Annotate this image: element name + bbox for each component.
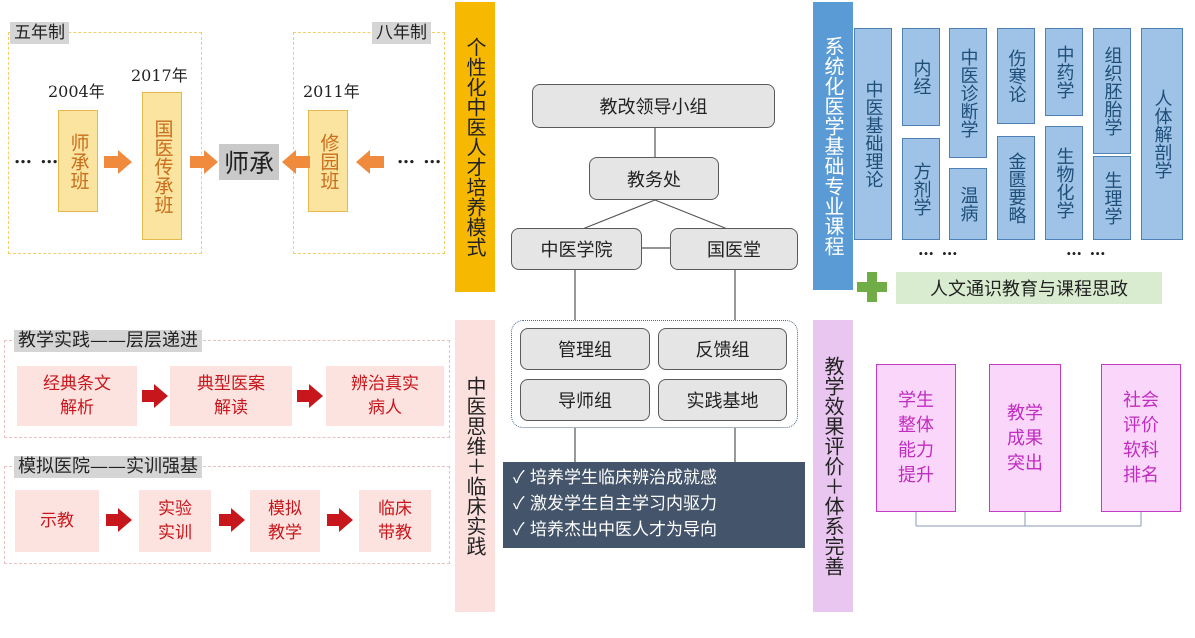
orange-arrow-3	[282, 150, 310, 174]
red-arrow-3	[106, 508, 132, 532]
result-social-ranking: 社会评价软科排名	[1101, 364, 1181, 512]
goals-panel: ✓ 培养学生临床辨治成就感 ✓ 激发学生自主学习内驱力 ✓ 培养杰出中医人才为导…	[503, 462, 805, 548]
evaluation-connectors	[915, 512, 1142, 527]
green-plus-icon	[857, 272, 887, 302]
management-group-box: 管理组	[520, 328, 650, 370]
course-dots-1: … …	[918, 240, 959, 259]
guoyi-tang-box: 国医堂	[670, 228, 798, 270]
sim-demonstration: 示教	[15, 490, 99, 552]
practice-base-box: 实践基地	[658, 379, 787, 421]
course-jingui: 金匮要略	[997, 136, 1035, 240]
year-2004: 2004年	[48, 82, 105, 101]
course-shanghan: 伤寒论	[997, 28, 1035, 124]
shicheng-ban-box: 师承班	[58, 110, 98, 212]
tcm-thinking-title: 中医思维＋临床实践	[455, 320, 495, 612]
sim-lab-training: 实验实训	[139, 490, 211, 552]
feedback-group-box: 反馈组	[658, 328, 787, 370]
course-wenbing: 温病	[949, 168, 987, 240]
course-diagnostics: 中医诊断学	[949, 28, 987, 158]
mentor-group-box: 导师组	[520, 379, 650, 421]
evaluation-title: 教学效果评价＋体系完善	[813, 320, 853, 612]
course-biochemistry: 生物化学	[1045, 126, 1083, 240]
eight-year-label: 八年制	[372, 22, 431, 44]
simulated-hospital-frame	[4, 466, 450, 564]
leading-group-box: 教改领导小组	[532, 84, 775, 128]
red-arrow-2	[297, 384, 323, 408]
teaching-practice-frame	[4, 340, 450, 438]
simulated-hospital-title: 模拟医院——实训强基	[14, 456, 202, 478]
systematic-courses-title: 系统化医学基础专业课程	[813, 2, 853, 290]
teaching-practice-title: 教学实践——层层递进	[14, 330, 202, 352]
goal-item: ✓ 培养杰出中医人才为导向	[513, 520, 718, 540]
course-basic-theory: 中医基础理论	[854, 28, 892, 240]
step-classic-articles: 经典条文解析	[17, 366, 137, 426]
five-year-label: 五年制	[10, 22, 69, 44]
groups-frame	[511, 320, 798, 428]
five-year-frame	[8, 32, 202, 254]
course-dots-2: … …	[1066, 240, 1107, 259]
step-typical-cases: 典型医案解读	[170, 366, 292, 426]
guoyi-chuancheng-ban-box: 国医传承班	[142, 92, 182, 240]
tcm-college-box: 中医学院	[511, 228, 642, 270]
course-anatomy: 人体解剖学	[1141, 28, 1183, 240]
year-2011: 2011年	[303, 82, 360, 101]
goal-item: ✓ 培养学生临床辨治成就感	[513, 468, 718, 488]
result-student-ability: 学生整体能力提升	[876, 364, 956, 512]
red-arrow-5	[327, 508, 353, 532]
course-fangji: 方剂学	[902, 138, 940, 240]
personalized-mode-title: 个性化中医人才培养模式	[455, 2, 495, 292]
academic-office-box: 教务处	[589, 157, 719, 200]
course-physiology: 生理学	[1093, 156, 1131, 240]
orange-arrow-4	[356, 150, 384, 174]
year-2017: 2017年	[131, 66, 188, 85]
course-histology: 组织胚胎学	[1093, 28, 1131, 154]
sim-simulated-teaching: 模拟教学	[250, 490, 320, 552]
red-arrow-4	[219, 508, 245, 532]
goal-item: ✓ 激发学生自主学习内驱力	[513, 494, 718, 514]
result-teaching-achievements: 教学成果突出	[989, 364, 1061, 512]
shicheng-center-label: 师承	[219, 144, 279, 180]
center-connectors	[574, 128, 736, 462]
dots-left: … …	[14, 147, 60, 168]
eight-year-frame	[293, 32, 445, 254]
dots-right: … …	[397, 147, 443, 168]
orange-arrow-2	[190, 150, 218, 174]
sim-clinical-teaching: 临床带教	[359, 490, 431, 552]
orange-arrow-1	[104, 150, 132, 174]
xiuyuan-ban-box: 修园班	[308, 110, 348, 212]
red-arrow-1	[142, 384, 168, 408]
course-pharmacology: 中药学	[1045, 28, 1083, 116]
course-neijing: 内经	[902, 28, 940, 126]
humanities-banner: 人文通识教育与课程思政	[896, 272, 1162, 304]
step-real-patients: 辨治真实病人	[326, 366, 444, 426]
